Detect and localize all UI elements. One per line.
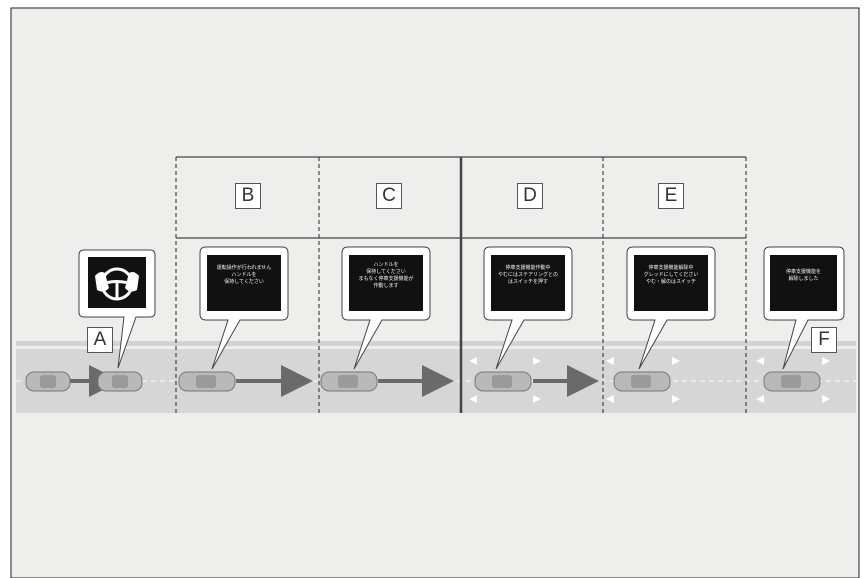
car-4 <box>321 372 377 391</box>
label-a: A <box>87 327 113 353</box>
label-c: C <box>376 183 402 209</box>
car-3 <box>179 372 235 391</box>
car-5 <box>475 372 531 391</box>
screen-f <box>770 255 837 311</box>
screen-text-d: 停車支援機能作動中 やむにはステアリングとの はスイッチを押す <box>491 265 565 286</box>
label-f: F <box>811 327 837 353</box>
road-edge-top <box>16 341 856 346</box>
screen-text-f: 停車支援機能を 解除しました <box>770 269 837 283</box>
label-b: B <box>235 183 261 209</box>
label-e: E <box>658 183 684 209</box>
screen-text-b: 運転操作が行われません ハンドルを 保持してください <box>207 265 281 286</box>
screen-text-c: ハンドルを 保持してください まもなく停車支援機能が 作動します <box>349 262 423 290</box>
car-1 <box>26 372 70 391</box>
car-6 <box>614 372 670 391</box>
screen-text-e: 停車支援機能解除中 グレッドにしてください やむ・解のはスイッチ <box>634 265 708 286</box>
car-2 <box>98 372 142 391</box>
car-7 <box>764 372 820 391</box>
label-d: D <box>517 183 543 209</box>
